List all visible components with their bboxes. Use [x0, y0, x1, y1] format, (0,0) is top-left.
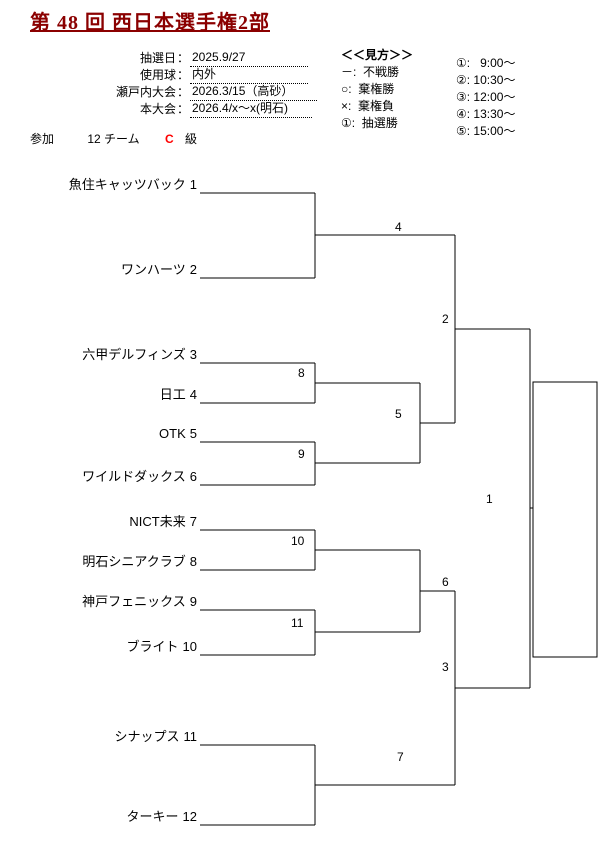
time-item: ③: 12:00～	[456, 90, 516, 104]
info-colon: ：	[176, 85, 189, 99]
team-seed: 9	[189, 594, 197, 609]
team-seed: 11	[183, 729, 198, 744]
round2-outputs	[420, 422, 455, 592]
team-seed: 12	[182, 809, 197, 824]
info-colon: ：	[176, 102, 189, 116]
team-name: ワイルドダックス	[82, 469, 186, 484]
team-name: ワンハーツ	[121, 262, 186, 277]
semifinal-outputs	[455, 328, 530, 689]
legend: ＜＜見方＞＞ －: 不戦勝 ○: 棄権勝 ×: 棄権負 ①: 抽選勝	[341, 47, 413, 132]
class-suffix: 級	[185, 132, 198, 146]
info-value: 2026.4/x～x(明石)	[190, 100, 313, 118]
info-row: 抽選日 ： 2025.9/27	[100, 50, 317, 67]
match-number: 1	[486, 492, 493, 506]
participation-label: 参加	[30, 132, 55, 146]
team-name: 魚住キャッツバック	[68, 177, 186, 192]
info-colon: ：	[176, 68, 189, 82]
match-number: 11	[291, 616, 304, 630]
info-row: 瀬戸内大会 ： 2026.3/15（高砂）	[100, 83, 318, 101]
team-seed: 6	[189, 469, 197, 484]
time-item: ④: 13:30～	[456, 107, 516, 121]
match-number: 8	[298, 366, 305, 380]
legend-item: ○: 棄権勝	[341, 82, 395, 96]
match-number: 5	[395, 407, 402, 421]
participation-line: 参加 12 チーム C 級	[30, 131, 197, 148]
champion-box	[532, 381, 598, 658]
team-seed: 3	[189, 347, 197, 362]
team-name: 神戸フェニックス	[82, 594, 186, 609]
time-item: ②: 10:30～	[456, 73, 516, 87]
info-value: 2026.3/15（高砂）	[190, 83, 318, 101]
team-count: 12 チーム	[87, 132, 140, 146]
team-seed: 4	[189, 387, 197, 402]
team-seed: 8	[189, 554, 197, 569]
legend-item: －: 不戦勝	[341, 65, 400, 79]
match-number: 10	[291, 534, 305, 548]
info-value: 2025.9/27	[190, 49, 308, 67]
match-number: 2	[442, 312, 449, 326]
info-label: 瀬戸内大会	[115, 85, 176, 99]
team-seed: 7	[189, 514, 197, 529]
team-name: NICT未来	[129, 514, 186, 529]
match-number: 3	[442, 660, 449, 674]
info-value: 内外	[190, 66, 308, 84]
team-name: 明石シニアクラブ	[82, 554, 186, 569]
round1-outputs	[315, 234, 455, 786]
info-block: 抽選日 ： 2025.9/27 使用球 ： 内外 瀬戸内大会 ： 2026.3/…	[100, 50, 318, 118]
match-number: 6	[442, 575, 449, 589]
info-colon: ：	[176, 51, 189, 65]
time-item: ①: 9:00～	[456, 56, 516, 70]
team-name: ターキー	[126, 809, 179, 824]
team-lines	[200, 192, 315, 826]
info-row: 使用球 ： 内外	[100, 67, 317, 84]
legend-item: ×: 棄権負	[341, 99, 395, 113]
team-seed: 2	[189, 262, 197, 277]
team-name: 六甲デルフィンズ	[82, 347, 186, 362]
time-item: ⑤: 15:00～	[456, 124, 516, 138]
match-number: 7	[397, 750, 404, 764]
info-label: 使用球	[139, 68, 176, 82]
team-seed: 1	[189, 177, 197, 192]
team-name: OTK	[159, 426, 186, 441]
team-seed: 5	[189, 426, 197, 441]
match-number: 4	[395, 220, 402, 234]
legend-item: ①: 抽選勝	[341, 116, 398, 130]
class-letter: C	[165, 132, 174, 146]
info-row: 本大会 ： 2026.4/x～x(明石)	[100, 101, 317, 118]
team-name: ブライト	[126, 639, 179, 654]
info-label: 本大会	[139, 102, 176, 116]
page-title: 第 48 回 西日本選手権2部	[30, 12, 270, 34]
team-seed: 10	[182, 639, 197, 654]
times-list: ①: 9:00～ ②: 10:30～ ③: 12:00～ ④: 13:30～ ⑤…	[456, 55, 515, 140]
match-number: 9	[298, 447, 305, 461]
info-label: 抽選日	[139, 51, 176, 65]
legend-heading: ＜＜見方＞＞	[341, 48, 414, 62]
team-name: シナップス	[114, 729, 180, 744]
team-name: 日工	[159, 387, 186, 402]
